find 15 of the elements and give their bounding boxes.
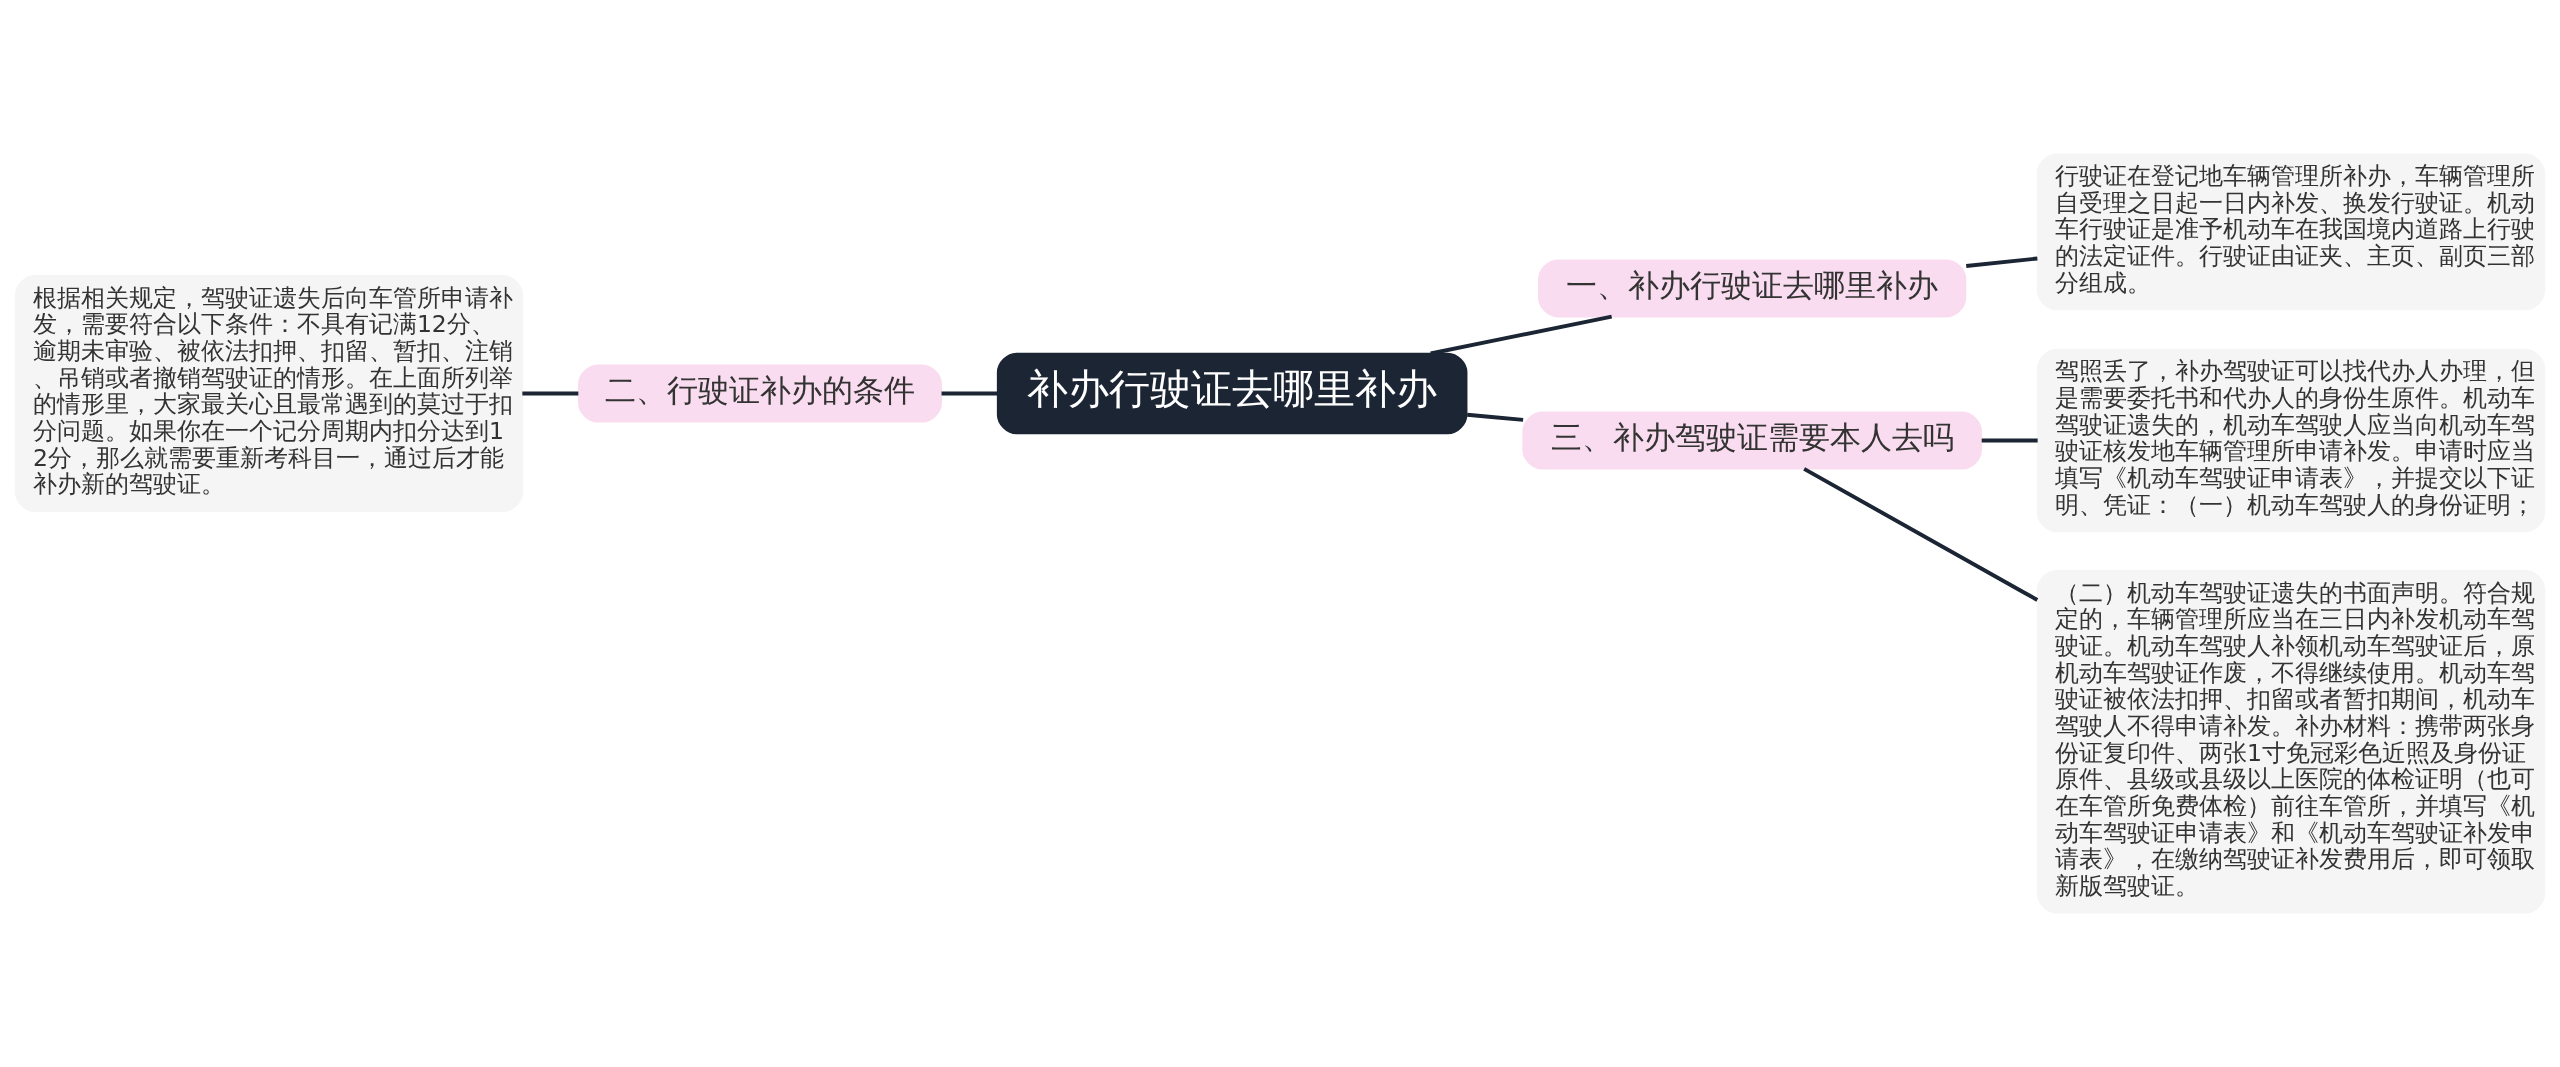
connector [1803,467,2039,602]
node-box: 行驶证在登记地车辆管理所补办，车辆管理所自受理之日起一日内补发、换发行驶证。机动车行驶证是准予机动车在我国境内道路上行驶的法定证件。行驶证由证夹、主页、副页三部分组成。 [2036,153,2546,311]
connector [941,391,998,396]
node-box: （二）机动车驾驶证遗失的书面声明。符合规定的，车辆管理所应当在三日内补发机动车驾驶证。机动车驾驶人补领机动车驾驶证后，原机动车驾驶证作废，不得继续使用。机动车驾驶证被依法扣押、扣留或者暂扣期间，机动车驾驶人不得申请补发。补办材料：携带两张身份证复印件、两张1寸免冠彩色近照及身份证原件、县级或县级以上医院的体检证明（也可在车管所免费体检）前往车管所，并填写《机动车驾驶证申请表》和《机动车驾驶证补发申请表》，在缴纳驾驶证补发费用后，即可领取新版驾驶证。 [2036,569,2546,914]
node-box: 一、补办行驶证去哪里补办 [1538,259,1967,318]
node-box: 三、补办驾驶证需要本人去吗 [1522,411,1982,470]
node-box: 二、行驶证补办的条件 [578,364,942,423]
node-box: 驾照丢了，补办驾驶证可以找代办人办理，但是需要委托书和代办人的身份生原件。机动车驾驶证遗失的，机动车驾驶人应当向机动车驾驶证核发地车辆管理所申请补发。申请时应当填写《机动车驾驶证申请表》，并提交以下证明、凭证：（一）机动车驾驶人的身份证明； [2036,348,2546,533]
connector [1467,412,1524,422]
connector [1981,438,2038,443]
node-box: 根据相关规定，驾驶证遗失后向车管所申请补发，需要符合以下条件：不具有记满12分、逾期未审验、被依法扣押、扣留、暂扣、注销、吊销或者撤销驾驶证的情形。在上面所列举的情形里，大家最关心且最常遇到的莫过于扣分问题。如果你在一个记分周期内扣分达到12分，那么就需要重新考科目一，通过后才能补办新的驾驶证。 [14,275,524,512]
connector [1430,314,1613,356]
connector [1966,256,2038,268]
connector [522,391,579,396]
node-box: 补办行驶证去哪里补办 [996,352,1468,435]
